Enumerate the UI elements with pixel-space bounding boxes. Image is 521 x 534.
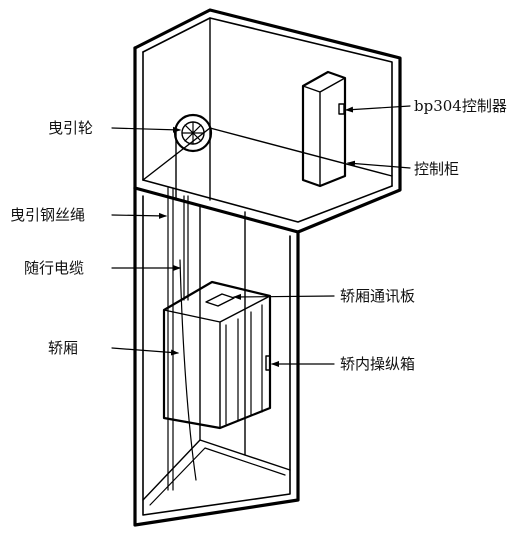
label-control-cabinet: 控制柜 — [414, 160, 459, 178]
controller-unit — [338, 103, 345, 115]
label-controller: bp304控制器 — [414, 97, 507, 115]
machine-room — [133, 8, 402, 234]
label-traction-wheel: 曳引轮 — [48, 119, 93, 137]
label-car-operating-panel: 轿内操纵箱 — [340, 355, 415, 373]
traction-wheel — [173, 113, 213, 201]
car-operating-panel — [265, 355, 271, 371]
label-car: 轿厢 — [48, 339, 78, 357]
label-wire-rope: 曳引钢丝绳 — [10, 206, 85, 224]
elevator-car — [162, 280, 272, 430]
label-car-comm-board: 轿厢通讯板 — [340, 287, 415, 305]
car-comm-board — [205, 293, 235, 307]
label-traveling-cable: 随行电缆 — [24, 259, 84, 277]
hoistway — [133, 186, 300, 527]
control-cabinet — [301, 70, 347, 188]
leader-lines — [111, 105, 411, 367]
